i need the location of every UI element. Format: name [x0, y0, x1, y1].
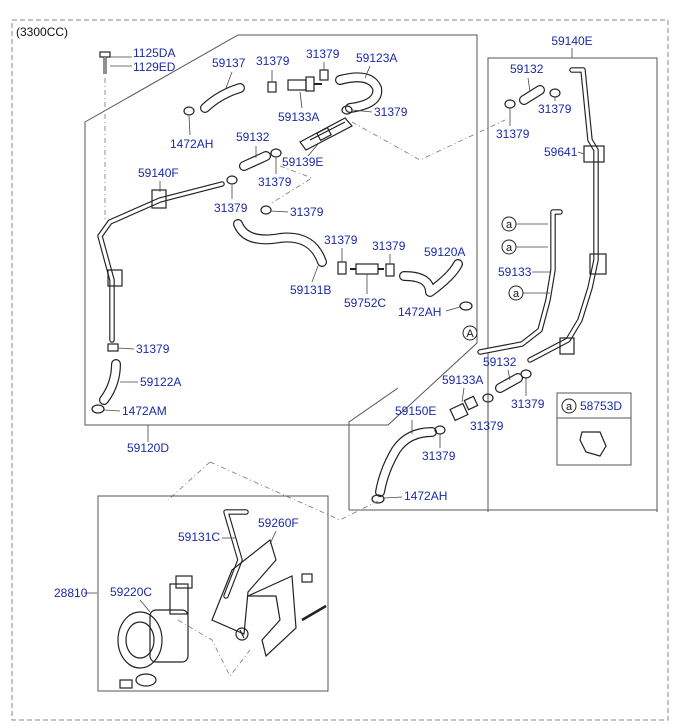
- clamp-1472ah-bottom[interactable]: [371, 494, 385, 504]
- marker-a-2: a: [501, 239, 517, 255]
- label-59131C[interactable]: 59131C: [178, 530, 220, 544]
- label-59132-right-lower[interactable]: 59132: [483, 355, 517, 369]
- clamp-31379-k[interactable]: [504, 99, 516, 109]
- hose-59132-right-top[interactable]: [519, 85, 545, 105]
- label-1472AH-mid[interactable]: 1472AH: [398, 305, 441, 319]
- clamp-31379-e[interactable]: [226, 175, 238, 185]
- hose-59120a[interactable]: [399, 259, 463, 297]
- label-1472AH-top[interactable]: 1472AH: [170, 137, 213, 151]
- label-31379-g[interactable]: 31379: [324, 233, 358, 247]
- label-59641[interactable]: 59641: [544, 145, 578, 159]
- pipe-59133[interactable]: [477, 209, 563, 355]
- group-59120d-frame: [84, 34, 478, 426]
- label-59260F[interactable]: 59260F: [258, 516, 299, 530]
- clamp-31379-a[interactable]: [267, 81, 277, 93]
- label-59140E[interactable]: 59140E: [551, 34, 592, 48]
- label-59133A-lower[interactable]: 59133A: [442, 373, 483, 387]
- label-31379-l[interactable]: 31379: [511, 397, 545, 411]
- hose-59123a[interactable]: [335, 72, 383, 113]
- bolt-1125da[interactable]: [99, 51, 111, 74]
- svg-text:A: A: [466, 328, 474, 340]
- pipe-59140e[interactable]: [527, 67, 607, 363]
- label-58753D[interactable]: 58753D: [580, 399, 622, 413]
- clamp-31379-j[interactable]: [549, 88, 561, 98]
- label-31379-m[interactable]: 31379: [470, 419, 504, 433]
- label-59137[interactable]: 59137: [212, 56, 246, 70]
- bolt-28810[interactable]: [301, 604, 327, 622]
- label-1472AM[interactable]: 1472AM: [122, 404, 167, 418]
- marker-a-legend: a: [566, 401, 573, 413]
- clamp-31379-l[interactable]: [520, 369, 532, 379]
- hose-59132-right-lower[interactable]: [495, 373, 523, 393]
- pipe-59140f[interactable]: [97, 181, 225, 343]
- hose-59131b[interactable]: [233, 219, 327, 267]
- outer-frame: [11, 19, 669, 721]
- legend-box-58753d: a: [556, 392, 632, 466]
- hose-59150e[interactable]: [375, 427, 437, 497]
- label-59132-left[interactable]: 59132: [236, 130, 270, 144]
- valve-bracket-59139e[interactable]: [299, 117, 353, 151]
- marker-A: A: [462, 325, 478, 341]
- label-1129ED[interactable]: 1129ED: [133, 60, 176, 74]
- clamp-1472am[interactable]: [91, 404, 105, 414]
- label-31379-i[interactable]: 31379: [136, 342, 170, 356]
- label-59133A-top[interactable]: 59133A: [278, 110, 319, 124]
- label-28810[interactable]: 28810: [54, 586, 88, 600]
- label-59120D[interactable]: 59120D: [127, 441, 169, 455]
- label-31379-e[interactable]: 31379: [214, 201, 248, 215]
- label-31379-h[interactable]: 31379: [372, 239, 406, 253]
- label-31379-k[interactable]: 31379: [496, 127, 530, 141]
- group-59150e-frame: [348, 387, 399, 510]
- label-59122A[interactable]: 59122A: [140, 375, 181, 389]
- clamp-31379-d[interactable]: [270, 148, 282, 158]
- label-59132-right-top[interactable]: 59132: [510, 62, 544, 76]
- clamp-31379-g[interactable]: [337, 261, 347, 275]
- valve-59133a-lower[interactable]: [449, 395, 479, 422]
- label-31379-a[interactable]: 31379: [256, 54, 290, 68]
- clamp-31379-b[interactable]: [319, 69, 329, 81]
- label-31379-f[interactable]: 31379: [290, 205, 324, 219]
- hose-59131c[interactable]: [223, 509, 249, 599]
- clamp-1472ah-top[interactable]: [183, 106, 195, 116]
- label-59139E[interactable]: 59139E: [282, 155, 323, 169]
- clamp-31379-f[interactable]: [260, 205, 272, 215]
- label-31379-b[interactable]: 31379: [306, 47, 340, 61]
- label-59752C[interactable]: 59752C: [344, 296, 386, 310]
- marker-a-1: a: [501, 216, 517, 232]
- clip-58753d-icon: [579, 431, 607, 457]
- label-31379-n[interactable]: 31379: [422, 449, 456, 463]
- nut-28810[interactable]: [301, 573, 313, 583]
- clamp-1472ah-mid[interactable]: [459, 301, 473, 311]
- hose-59137[interactable]: [200, 83, 245, 113]
- check-valve-59752c[interactable]: [350, 263, 384, 275]
- label-1472AH-bottom[interactable]: 1472AH: [404, 489, 447, 503]
- label-59150E[interactable]: 59150E: [395, 404, 436, 418]
- group-59140e-frame: [487, 57, 658, 512]
- valve-59133a-top[interactable]: [287, 76, 322, 92]
- marker-a-3: a: [508, 285, 524, 301]
- label-59123A[interactable]: 59123A: [356, 51, 397, 65]
- svg-text:a: a: [506, 219, 513, 231]
- engine-variant-label: (3300CC): [16, 25, 68, 39]
- vacuum-pump-59220c[interactable]: [117, 575, 193, 689]
- label-59140F[interactable]: 59140F: [138, 166, 179, 180]
- svg-text:a: a: [506, 242, 513, 254]
- bracket-59260f[interactable]: [211, 538, 297, 658]
- hose-59132-left[interactable]: [239, 151, 271, 171]
- hose-59122a[interactable]: [99, 359, 121, 405]
- label-59131B[interactable]: 59131B: [290, 283, 331, 297]
- svg-text:a: a: [513, 288, 520, 300]
- label-31379-c[interactable]: 31379: [374, 105, 408, 119]
- group-28810-frame: [97, 495, 329, 692]
- label-59220C[interactable]: 59220C: [110, 585, 152, 599]
- label-1125DA[interactable]: 1125DA: [133, 46, 175, 60]
- label-31379-j[interactable]: 31379: [538, 102, 572, 116]
- label-59120A[interactable]: 59120A: [424, 245, 465, 259]
- label-31379-d[interactable]: 31379: [258, 175, 292, 189]
- clamp-31379-i[interactable]: [107, 343, 119, 352]
- label-59133[interactable]: 59133: [498, 265, 532, 279]
- clamp-31379-h[interactable]: [385, 263, 395, 277]
